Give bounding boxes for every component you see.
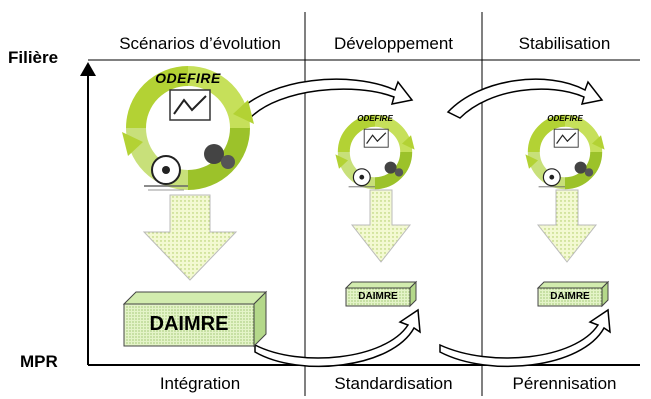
emblem-text-large: ODEFIRE	[155, 70, 221, 86]
daimre-box-stabilisation	[536, 280, 610, 308]
daimre-label-large: DAIMRE	[149, 313, 229, 335]
grid-lines	[80, 12, 640, 396]
daimre-label-stabilisation: DAIMRE	[550, 291, 590, 302]
phase-bottom-integration: Intégration	[159, 374, 241, 393]
axis-arrowhead	[80, 62, 96, 76]
phase-top-developpement: Développement	[333, 34, 454, 53]
curved-arrow-bottom-1	[254, 308, 421, 368]
axis-label-filiere: Filière	[8, 48, 59, 67]
daimre-box-development	[344, 280, 418, 308]
axis-label-mpr: MPR	[20, 352, 58, 371]
emblem-text-development: ODEFIRE	[357, 114, 393, 123]
emblem-small-stabilisation	[525, 114, 605, 190]
down-arrow-stabilisation	[536, 189, 598, 263]
emblem-small-development	[335, 114, 415, 190]
curved-arrow-top-1	[236, 78, 414, 119]
emblem-text-stabilisation: ODEFIRE	[547, 114, 583, 123]
daimre-label-development: DAIMRE	[358, 291, 398, 302]
curved-arrow-top-2	[446, 78, 604, 119]
phase-bottom-standardisation: Standardisation	[334, 374, 453, 393]
phase-bottom-perennisation: Pérennisation	[512, 374, 617, 393]
curved-arrow-bottom-2	[439, 308, 611, 368]
phase-top-scenarios: Scénarios d’évolution	[119, 34, 281, 53]
down-arrow-development	[350, 189, 412, 263]
daimre-box-large	[122, 290, 268, 348]
down-arrow-integration	[142, 194, 238, 281]
transition-arrows	[236, 78, 611, 368]
emblem-large	[122, 66, 254, 191]
phase-top-stabilisation: Stabilisation	[518, 34, 611, 53]
